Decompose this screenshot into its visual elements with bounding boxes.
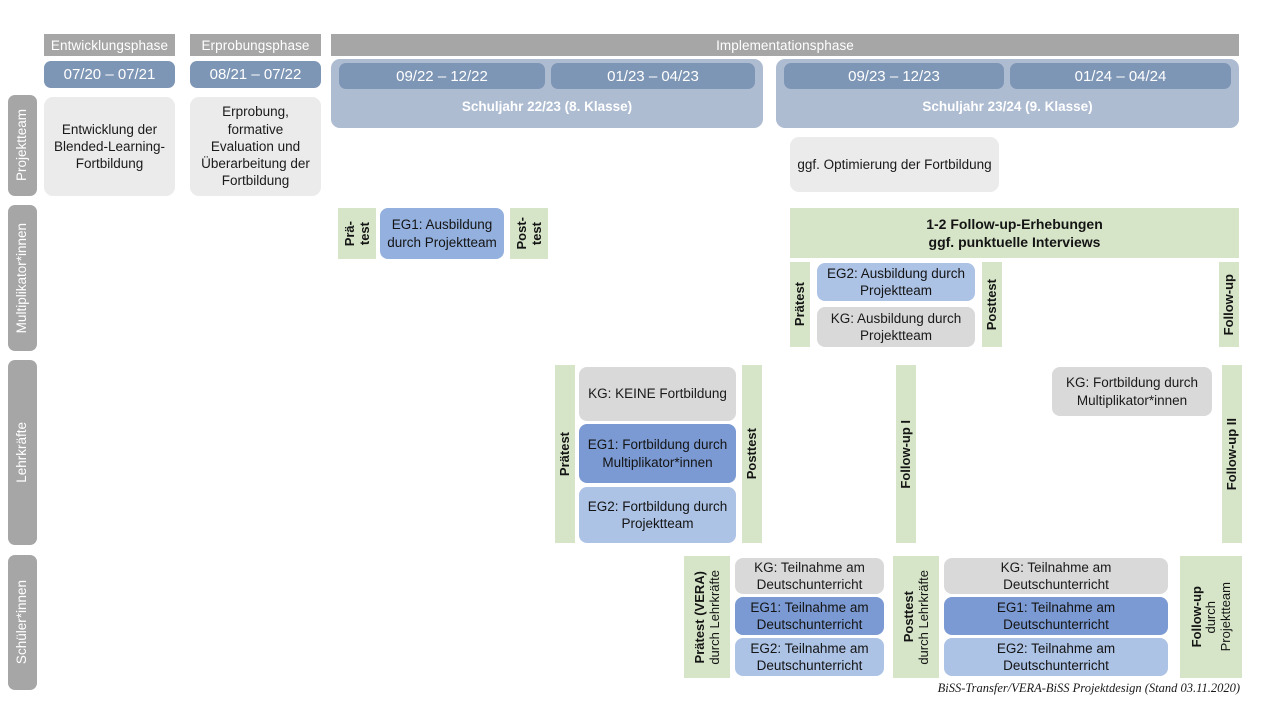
phase-band-label: Implementationsphase bbox=[716, 37, 854, 53]
multiplikator-kg-ausbildung-box: KG: Ausbildung durch Projektteam bbox=[817, 307, 975, 347]
phase-band-erprobungsphase: Erprobungsphase bbox=[190, 34, 321, 56]
schueler-eg2-right-box: EG2: Teilnahme am Deutschunterricht bbox=[944, 638, 1168, 676]
box-label: KG: Teilnahme am Deutschunterricht bbox=[754, 559, 865, 592]
date-pill-0123-0423: 01/23 – 04/23 bbox=[551, 63, 755, 89]
multiplikator-posttest-2: Posttest bbox=[982, 262, 1002, 347]
box-label: EG2: Fortbildung durch Projektteam bbox=[587, 498, 728, 531]
box-label: EG1: Teilnahme am Deutschunterricht bbox=[996, 599, 1116, 632]
posttest-label: Posttest bbox=[744, 428, 760, 480]
schueler-kg-right-box: KG: Teilnahme am Deutschunterricht bbox=[944, 558, 1168, 594]
date-pill-0923-1223: 09/23 – 12/23 bbox=[784, 63, 1004, 89]
sidebar-item-multiplikatorinnen[interactable]: Multiplikator*innen bbox=[8, 205, 37, 351]
date-pill-0821-0722: 08/21 – 07/22 bbox=[190, 61, 321, 88]
praetest-label: Prätest bbox=[792, 282, 808, 327]
multiplikator-praetest-1: Prä- test bbox=[338, 208, 376, 259]
box-label: EG2: Teilnahme am Deutschunterricht bbox=[996, 640, 1116, 673]
lehrkraefte-posttest-strip: Posttest bbox=[742, 365, 762, 543]
posttest-label-line2: test bbox=[528, 221, 544, 246]
box-label: KG: Fortbildung durch Multiplikator*inne… bbox=[1065, 375, 1199, 408]
box-label: EG1: Fortbildung durch Multiplikator*inn… bbox=[587, 437, 728, 470]
projektteam-entwicklung-box: Entwicklung der Blended-Learning-Fortbil… bbox=[44, 97, 175, 196]
praetest-vera-sublabel: durch Lehrkräfte bbox=[706, 569, 722, 665]
school-year-label-2223: Schuljahr 22/23 (8. Klasse) bbox=[461, 99, 633, 114]
posttest-sublabel: durch Lehrkräfte bbox=[915, 569, 931, 665]
date-pill-0124-0424: 01/24 – 04/24 bbox=[1010, 63, 1231, 89]
box-label: KG: Ausbildung durch Projektteam bbox=[830, 310, 962, 343]
posttest-label-line1: Post- bbox=[513, 217, 529, 250]
followup-sublabel-durch: durch bbox=[1203, 600, 1219, 634]
box-label: EG1: Ausbildung durch Projektteam bbox=[387, 217, 497, 250]
multiplikator-eg2-ausbildung-box: EG2: Ausbildung durch Projektteam bbox=[817, 263, 975, 301]
praetest-label-line1: Prä- bbox=[341, 220, 357, 247]
multiplikator-praetest-2: Prätest bbox=[790, 262, 810, 347]
lehrkraefte-followup-2-strip: Follow-up II bbox=[1222, 365, 1242, 543]
praetest-label-line2: test bbox=[356, 221, 372, 246]
praetest-vera-label: Prätest (VERA) bbox=[691, 570, 707, 664]
followup-sublabel-projektteam: Projektteam bbox=[1217, 582, 1233, 652]
lehrkraefte-kg-keine-box: KG: KEINE Fortbildung bbox=[579, 367, 736, 421]
date-label: 01/23 – 04/23 bbox=[607, 67, 699, 85]
date-pill-0720-0721: 07/20 – 07/21 bbox=[44, 61, 175, 88]
date-label: 07/20 – 07/21 bbox=[63, 66, 156, 83]
followup-label: Follow-up I bbox=[898, 419, 914, 489]
lehrkraefte-praetest-strip: Prätest bbox=[555, 365, 575, 543]
sidebar-item-projektteam[interactable]: Projektteam bbox=[8, 95, 37, 196]
praetest-label: Prätest bbox=[557, 431, 573, 477]
school-year-band-2223: 09/22 – 12/22 01/23 – 04/23 Schuljahr 22… bbox=[331, 59, 763, 128]
date-label: 09/22 – 12/22 bbox=[396, 67, 488, 85]
phase-band-entwicklungsphase: Entwicklungsphase bbox=[44, 34, 175, 56]
school-year-band-2324: 09/23 – 12/23 01/24 – 04/24 Schuljahr 23… bbox=[776, 59, 1239, 128]
lehrkraefte-eg2-box: EG2: Fortbildung durch Projektteam bbox=[579, 487, 736, 543]
schueler-eg2-left-box: EG2: Teilnahme am Deutschunterricht bbox=[735, 638, 884, 676]
box-label: KG: KEINE Fortbildung bbox=[588, 386, 727, 402]
date-label: 08/21 – 07/22 bbox=[209, 66, 302, 83]
lehrkraefte-eg1-box: EG1: Fortbildung durch Multiplikator*inn… bbox=[579, 424, 736, 483]
date-pill-0922-1222: 09/22 – 12/22 bbox=[339, 63, 545, 89]
sidebar-item-label: Schüler*innen bbox=[14, 580, 30, 665]
followup-banner-line2: ggf. punktuelle Interviews bbox=[928, 234, 1101, 250]
multiplikator-posttest-1: Post- test bbox=[510, 208, 548, 259]
footer-note: BiSS-Transfer/VERA-BiSS Projektdesign (S… bbox=[937, 681, 1240, 695]
date-label: 09/23 – 12/23 bbox=[848, 67, 940, 85]
date-label: 01/24 – 04/24 bbox=[1074, 67, 1167, 85]
box-label: Erprobung, formative Evaluation und Über… bbox=[201, 104, 310, 189]
schueler-eg1-right-box: EG1: Teilnahme am Deutschunterricht bbox=[944, 597, 1168, 635]
phase-band-label: Entwicklungsphase bbox=[50, 37, 169, 53]
schueler-praetest-vera-strip: Prätest (VERA) durch Lehrkräfte bbox=[684, 556, 730, 678]
box-label: EG2: Teilnahme am Deutschunterricht bbox=[750, 640, 869, 673]
box-label: EG1: Teilnahme am Deutschunterricht bbox=[750, 599, 869, 632]
followup-label: Follow-up II bbox=[1224, 417, 1240, 491]
multiplikator-eg1-ausbildung-box: EG1: Ausbildung durch Projektteam bbox=[380, 208, 504, 259]
phase-band-implementationsphase: Implementationsphase bbox=[331, 34, 1239, 56]
projektteam-optimierung-box: ggf. Optimierung der Fortbildung bbox=[790, 137, 999, 192]
school-year-label-2324: Schuljahr 23/24 (9. Klasse) bbox=[922, 99, 1093, 114]
box-label: KG: Teilnahme am Deutschunterricht bbox=[1000, 559, 1112, 592]
box-label: Entwicklung der Blended-Learning-Fortbil… bbox=[53, 121, 166, 172]
posttest-label: Posttest bbox=[984, 278, 1000, 331]
followup-label: Follow-up bbox=[1221, 273, 1237, 336]
phase-band-label: Erprobungsphase bbox=[201, 37, 310, 53]
sidebar-item-lehrkraefte[interactable]: Lehrkräfte bbox=[8, 360, 37, 545]
followup-banner-line1: 1-2 Follow-up-Erhebungen bbox=[926, 215, 1103, 232]
sidebar-item-label: Multiplikator*innen bbox=[14, 222, 30, 334]
schueler-kg-left-box: KG: Teilnahme am Deutschunterricht bbox=[735, 558, 884, 594]
sidebar-item-label: Projektteam bbox=[14, 109, 30, 182]
box-label: EG2: Ausbildung durch Projektteam bbox=[826, 265, 966, 298]
schueler-eg1-left-box: EG1: Teilnahme am Deutschunterricht bbox=[735, 597, 884, 635]
projektteam-erprobung-box: Erprobung, formative Evaluation und Über… bbox=[190, 97, 321, 196]
followup-label: Follow-up bbox=[1188, 586, 1204, 648]
schueler-posttest-strip: Posttest durch Lehrkräfte bbox=[893, 556, 939, 678]
lehrkraefte-followup-1-strip: Follow-up I bbox=[896, 365, 916, 543]
multiplikator-followup-banner: 1-2 Follow-up-Erhebungen ggf. punktuelle… bbox=[790, 208, 1239, 258]
box-label: ggf. Optimierung der Fortbildung bbox=[797, 156, 992, 172]
sidebar-item-schuelerinnen[interactable]: Schüler*innen bbox=[8, 555, 37, 690]
sidebar-item-label: Lehrkräfte bbox=[14, 422, 30, 483]
schueler-followup-strip: Follow-up durch Projektteam bbox=[1180, 556, 1242, 678]
posttest-label: Posttest bbox=[900, 591, 916, 643]
lehrkraefte-kg-fortbildung-box: KG: Fortbildung durch Multiplikator*inne… bbox=[1052, 367, 1212, 416]
multiplikator-followup-strip: Follow-up bbox=[1219, 262, 1239, 347]
